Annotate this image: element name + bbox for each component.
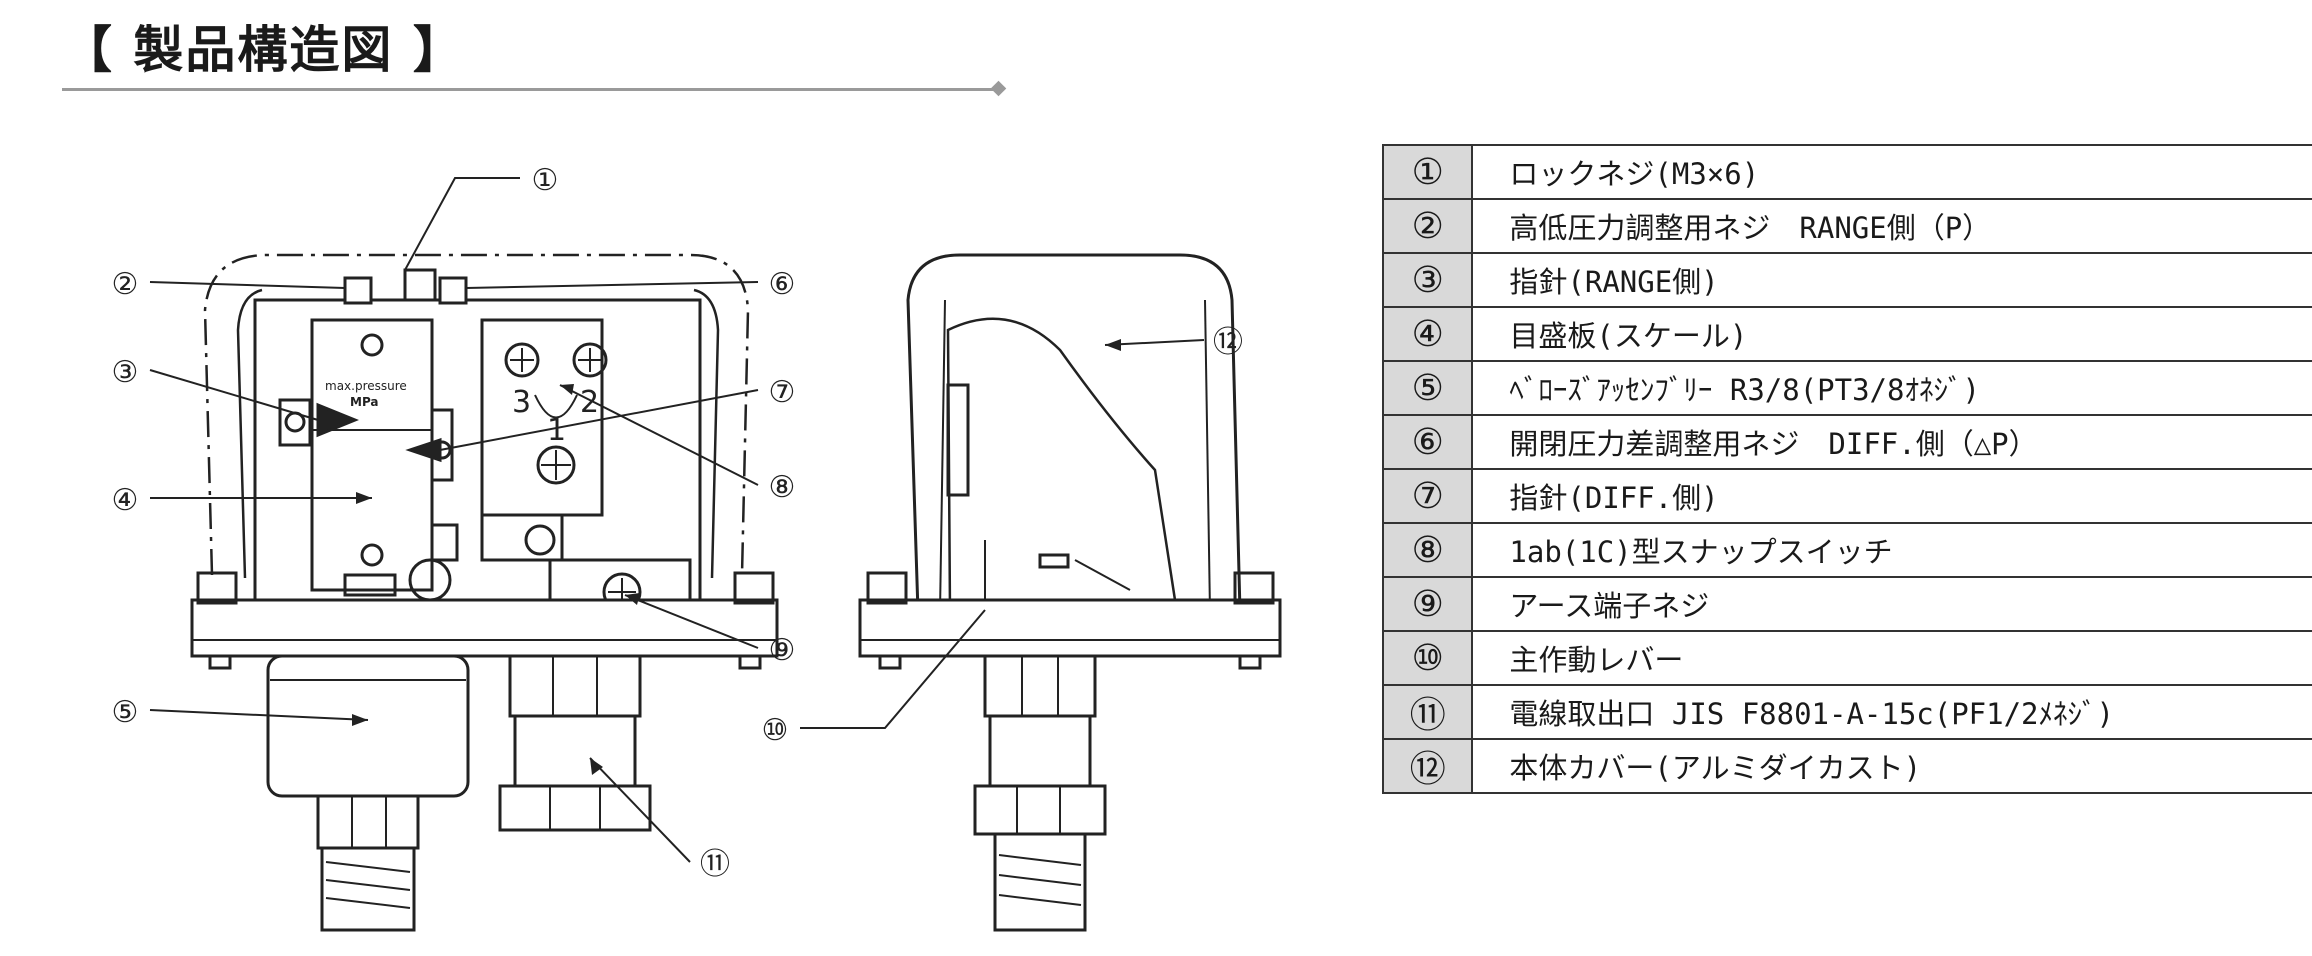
callout-1: ① — [532, 163, 559, 198]
title-underline — [62, 88, 1002, 91]
callout-5: ⑤ — [112, 695, 139, 730]
legend-description: ロックネジ(M3×6) — [1472, 144, 2312, 200]
product-structure-diagram: max.pressure MPa 3 2 1 ① ② ⑥ ③ ⑦ ④ ⑧ ⑨ ⑤… — [112, 163, 1282, 932]
callout-4: ④ — [112, 483, 139, 518]
callout-11: ⑪ — [700, 847, 730, 882]
legend-description: 電線取出口 JIS F8801-A-15c(PF1/2ﾒﾈｼﾞ) — [1472, 684, 2312, 740]
terminal-mark-1: 1 — [547, 413, 566, 448]
leader-lines — [149, 177, 1205, 863]
legend-description: 本体カバー(アルミダイカスト) — [1472, 738, 2312, 794]
lock-screw — [403, 268, 437, 302]
callout-9: ⑨ — [769, 633, 796, 668]
legend-description: 指針(DIFF.側) — [1472, 468, 2312, 524]
legend-number: ⑫ — [1381, 738, 1474, 794]
side-base — [858, 598, 1282, 658]
terminal-mark-2: 2 — [580, 385, 599, 420]
legend-number: ⑦ — [1381, 468, 1474, 524]
legend-number: ⑨ — [1381, 576, 1474, 632]
legend-number: ② — [1381, 198, 1474, 254]
front-cover-outline — [203, 253, 750, 576]
legend-number: ⑩ — [1381, 630, 1474, 686]
callout-2: ② — [112, 267, 139, 302]
scale-plate — [310, 318, 434, 592]
callout-7: ⑦ — [769, 375, 796, 410]
front-view-drawing — [190, 253, 779, 932]
side-view-drawing — [858, 253, 1282, 932]
snap-switch — [480, 318, 604, 517]
legend-number: ① — [1381, 144, 1474, 200]
legend-description: 1ab(1C)型スナップスイッチ — [1472, 522, 2312, 578]
legend-number: ⑤ — [1381, 360, 1474, 416]
legend-description: 主作動レバー — [1472, 630, 2312, 686]
page-title: 【 製品構造図 】 — [62, 21, 465, 79]
legend-description: 開閉圧力差調整用ネジ DIFF.側（△P） — [1472, 414, 2312, 470]
legend-number: ③ — [1381, 252, 1474, 308]
diff-screw — [438, 276, 468, 305]
callout-3: ③ — [112, 355, 139, 390]
cable-gland — [508, 654, 642, 718]
callout-12: ⑫ — [1213, 325, 1243, 360]
terminal-mark-3: 3 — [512, 385, 531, 420]
legend-description: 目盛板(スケール) — [1472, 306, 2312, 362]
front-base — [190, 598, 779, 658]
legend-description: アース端子ネジ — [1472, 576, 2312, 632]
front-cover-rib-left — [236, 288, 263, 579]
range-screw — [343, 276, 373, 305]
callout-10: ⑩ — [762, 713, 789, 748]
legend-number: ④ — [1381, 306, 1474, 362]
legend-description: 高低圧力調整用ネジ RANGE側（P） — [1472, 198, 2312, 254]
legend-description: ﾍﾞﾛｰｽﾞｱｯｾﾝﾌﾞﾘｰ R3/8(PT3/8ｵﾈｼﾞ) — [1472, 360, 2312, 416]
bellows-assembly — [266, 654, 470, 798]
legend-number: ⑧ — [1381, 522, 1474, 578]
scale-label-max-pressure: max.pressure — [325, 379, 407, 393]
callout-8: ⑧ — [769, 470, 796, 505]
legend-number: ⑪ — [1381, 684, 1474, 740]
legend-description: 指針(RANGE側) — [1472, 252, 2312, 308]
scale-label-mpa: MPa — [350, 395, 379, 409]
legend-number: ⑥ — [1381, 414, 1474, 470]
side-cover — [906, 253, 1242, 613]
front-cover-rib-right — [693, 288, 720, 579]
callout-6: ⑥ — [769, 267, 796, 302]
